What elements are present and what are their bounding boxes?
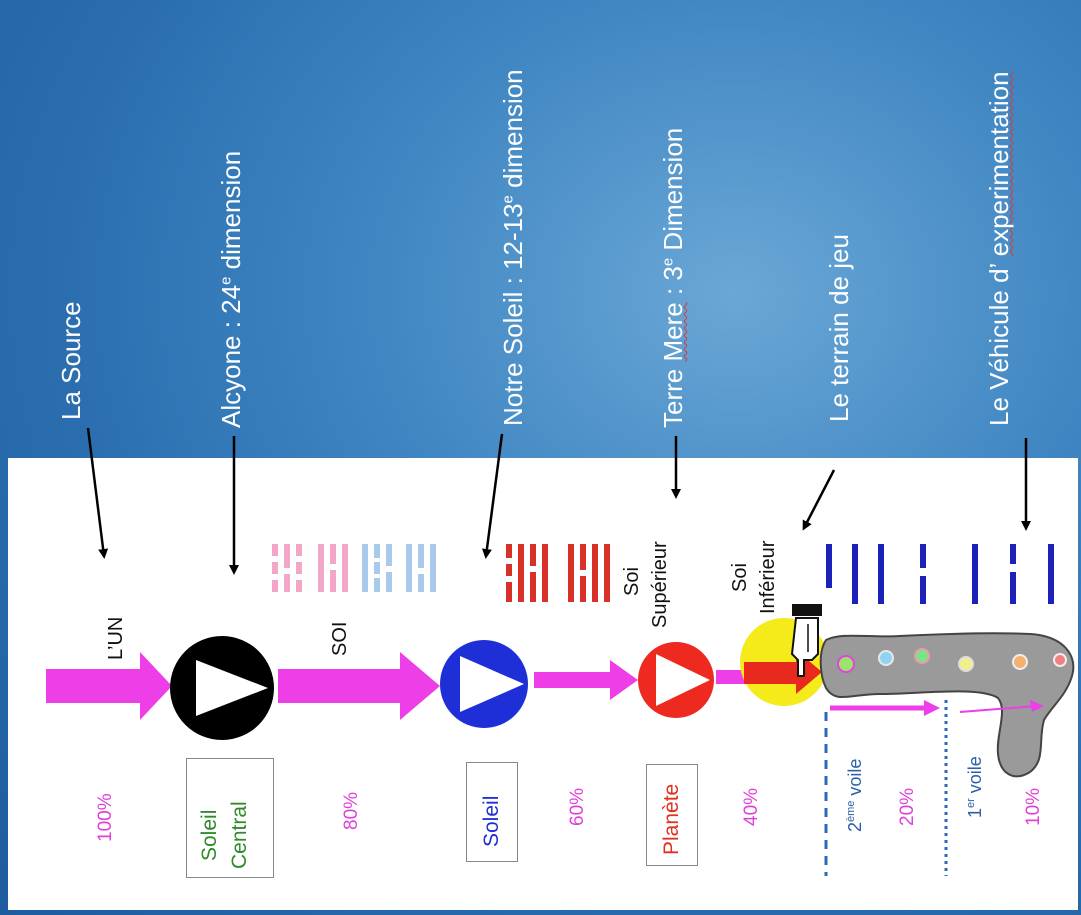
box-soleil: Soleil (466, 762, 518, 862)
box-planete-label: Planète (660, 783, 683, 855)
percent-80: 80% (341, 791, 362, 830)
box-planete: Planète (646, 764, 698, 866)
flow-arrow-1 (46, 652, 172, 720)
pointer-arrow-terrain (802, 469, 836, 531)
blue-sun-triangle (460, 656, 524, 712)
vehicle-body (819, 632, 1075, 778)
label-first-veil: 1er voile (965, 756, 985, 818)
veil-arrow-1 (959, 705, 1037, 713)
flow-arrow-3 (534, 660, 638, 700)
pointing-hand-icon (790, 604, 822, 677)
percent-60: 60% (567, 787, 588, 826)
box-soleil-central-line2: Central (228, 801, 251, 869)
box-soleil-label: Soleil (480, 795, 503, 847)
first-veil-num: 1 (965, 807, 985, 818)
red-line-group (506, 544, 610, 602)
label-soi-superieur-2: Supérieur (649, 541, 671, 628)
black-sun-triangle (196, 660, 268, 716)
percent-100: 100% (95, 793, 116, 842)
first-veil-word: voile (965, 756, 985, 799)
pointer-arrow-soleil (481, 433, 504, 559)
second-veil-num: 2 (845, 821, 865, 832)
second-veil-word: voile (845, 758, 865, 801)
label-soi-inferieur-1: Soi (729, 563, 751, 592)
box-soleil-central: Soleil Central (186, 758, 274, 878)
flow-arrow-4-shaft (716, 670, 746, 684)
flow-arrow-2 (278, 652, 440, 720)
veil-arrow-1-head (1030, 700, 1044, 712)
light-blue-line-group (362, 544, 436, 592)
label-soi-inferieur-2: Inférieur (757, 540, 779, 614)
percent-10: 10% (1023, 787, 1044, 826)
red-sun-triangle (656, 654, 710, 706)
label-lun: L’UN (105, 616, 127, 660)
dark-blue-line-group (826, 544, 1054, 604)
box-soleil-central-line1: Soleil (198, 809, 221, 861)
second-veil-sup: ème (845, 800, 857, 822)
label-second-veil: 2ème voile (845, 758, 865, 832)
pink-line-group (272, 544, 348, 592)
percent-20: 20% (897, 787, 918, 826)
first-veil-sup: er (965, 798, 977, 808)
percent-40: 40% (741, 787, 762, 826)
label-soi-superieur-1: Soi (621, 567, 643, 596)
chakra-dots (837, 648, 1067, 673)
pointer-arrow-source (86, 427, 109, 559)
veil-arrow-2-head (924, 700, 940, 716)
label-soi: SOI (329, 621, 351, 656)
